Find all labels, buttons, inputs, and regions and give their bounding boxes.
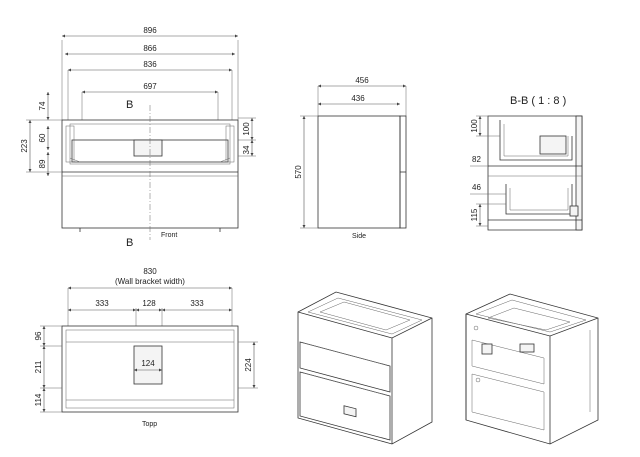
front-dim-34: 34 xyxy=(238,140,256,157)
front-dim-223: 223 xyxy=(20,119,62,173)
top-dim-124: 124 xyxy=(134,359,162,372)
front-dim-866-label: 866 xyxy=(143,44,157,53)
section-dim-115: 115 xyxy=(470,203,506,227)
front-dim-74: 74 xyxy=(38,92,50,120)
top-dim-224: 224 xyxy=(238,341,258,389)
top-dim-830 xyxy=(67,286,233,326)
front-dim-34-label: 34 xyxy=(242,145,251,154)
top-view: 830 (Wall bracket width) 333 128 333 124 xyxy=(34,267,258,428)
front-dim-697: 697 xyxy=(81,82,219,120)
top-dim-114: 114 xyxy=(34,388,62,413)
top-dim-830-note: (Wall bracket width) xyxy=(115,277,185,286)
front-dim-836: 836 xyxy=(67,60,233,120)
top-dim-124-label: 124 xyxy=(141,359,155,368)
top-dim-211: 211 xyxy=(34,346,62,389)
front-dim-223-label: 223 xyxy=(20,139,29,153)
top-dim-830-label: 830 xyxy=(143,267,157,276)
top-dim-128-label: 128 xyxy=(142,299,156,308)
front-dim-697-label: 697 xyxy=(143,82,157,91)
front-dim-100: 100 xyxy=(238,117,256,141)
front-dim-89-label: 89 xyxy=(38,159,47,168)
section-dim-82-label: 82 xyxy=(472,155,481,164)
side-view: 456 436 570 Side xyxy=(294,76,407,240)
section-marker-top: B xyxy=(126,99,133,111)
front-dim-866: 866 xyxy=(65,44,235,56)
front-view: 896 866 836 697 xyxy=(20,26,256,249)
front-dim-896: 896 xyxy=(61,26,239,120)
side-dim-436-label: 436 xyxy=(351,94,365,103)
section-dim-100-label: 100 xyxy=(470,119,479,133)
top-dim-segments: 333 128 333 xyxy=(68,299,232,326)
top-dim-224-label: 224 xyxy=(244,358,253,372)
side-dim-570-label: 570 xyxy=(294,165,303,179)
side-dim-570: 570 xyxy=(294,115,318,229)
front-dim-100-label: 100 xyxy=(242,122,251,136)
top-dim-96-label: 96 xyxy=(34,331,43,340)
front-dim-60-label: 60 xyxy=(38,133,47,142)
top-dim-114-label: 114 xyxy=(34,393,43,406)
section-dim-82: 82 xyxy=(470,155,488,167)
section-dim-100: 100 xyxy=(470,115,500,137)
side-caption: Side xyxy=(352,233,366,240)
top-dim-96: 96 xyxy=(34,325,62,347)
side-cabinet-outline xyxy=(317,115,401,229)
section-outline xyxy=(487,115,583,231)
top-caption: Topp xyxy=(142,421,157,428)
section-marker-bottom: B xyxy=(126,237,133,249)
front-dim-74-label: 74 xyxy=(38,101,47,110)
front-dim-836-label: 836 xyxy=(143,60,157,69)
section-dim-115-label: 115 xyxy=(470,208,479,221)
section-title: B-B ( 1 : 8 ) xyxy=(510,95,566,107)
top-dim-333-right-label: 333 xyxy=(190,299,204,308)
top-dim-211-label: 211 xyxy=(34,360,43,373)
iso-view-open xyxy=(465,293,599,445)
side-dim-456-label: 456 xyxy=(355,76,369,85)
front-caption: Front xyxy=(161,232,177,239)
side-dim-456: 456 xyxy=(317,76,407,116)
top-siphon-cutout xyxy=(133,345,163,385)
top-dim-333-left-label: 333 xyxy=(95,299,109,308)
top-cabinet-outline xyxy=(61,325,239,413)
section-dim-46-label: 46 xyxy=(472,183,481,192)
side-dim-436: 436 xyxy=(318,94,400,106)
section-dim-46: 46 xyxy=(470,183,506,195)
front-dim-896-label: 896 xyxy=(143,26,157,35)
front-dim-60: 60 xyxy=(38,126,50,150)
iso-view-closed xyxy=(297,291,433,445)
front-dim-89: 89 xyxy=(38,152,50,176)
section-view: B-B ( 1 : 8 ) 100 82 46 xyxy=(470,95,583,231)
